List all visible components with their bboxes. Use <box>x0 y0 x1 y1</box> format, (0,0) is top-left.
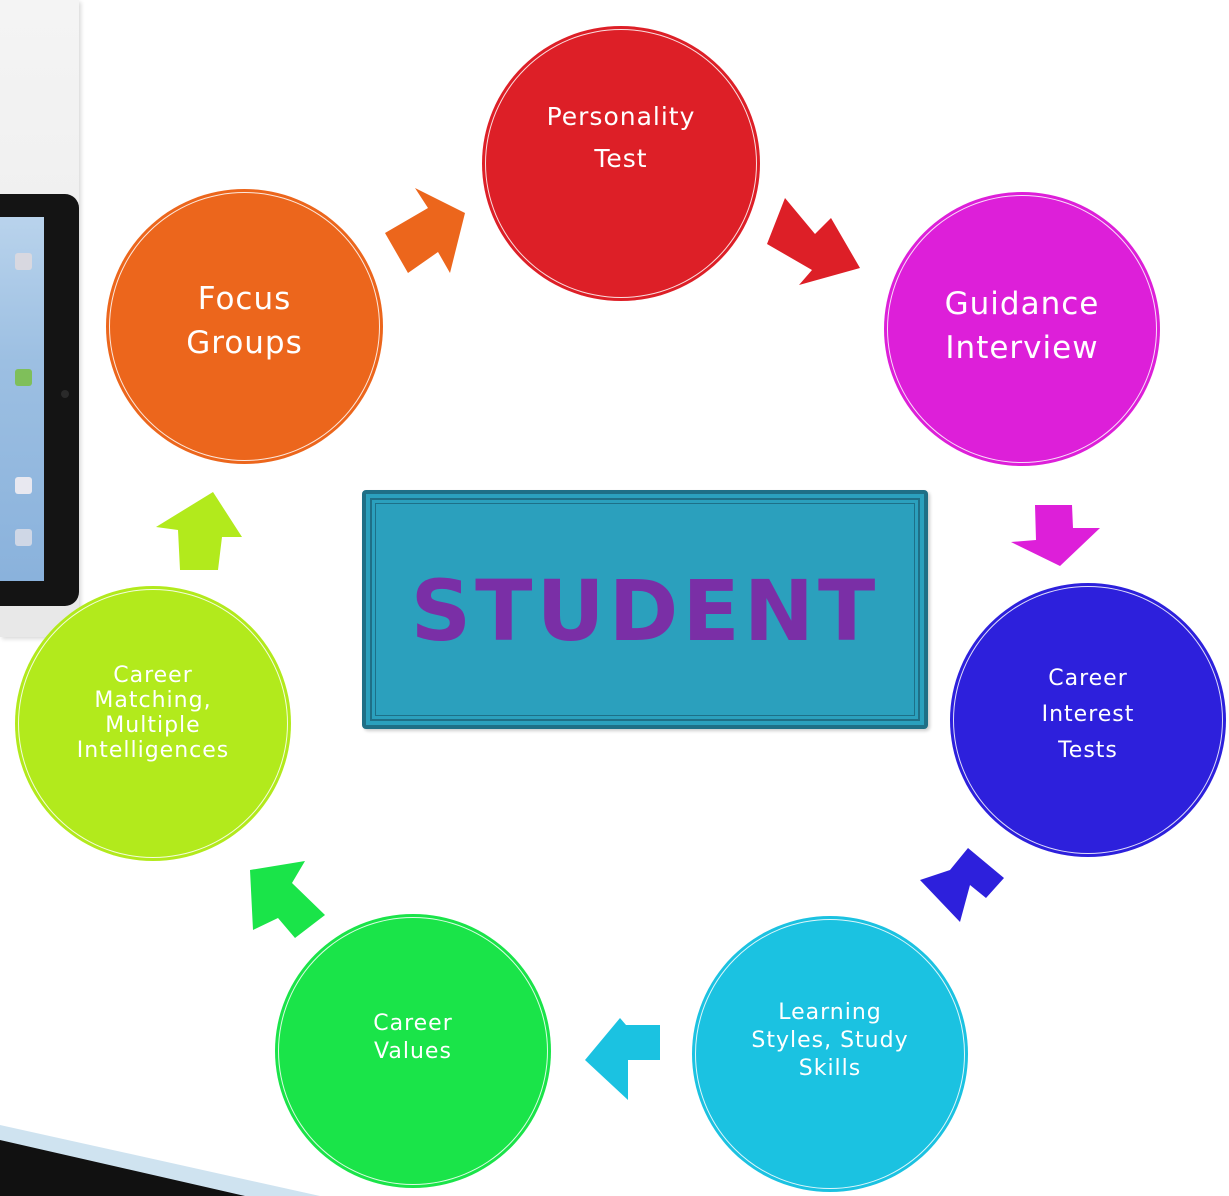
step-career-values: Career Values <box>275 914 551 1188</box>
step-label: Personality Test <box>546 101 696 173</box>
tablet-photo <box>0 0 79 637</box>
step-label: Learning Styles, Study Skills <box>751 1000 909 1081</box>
arrow-focus-to-personality <box>385 188 465 273</box>
tablet-home-button <box>61 390 69 398</box>
step-career-matching: Career Matching, Multiple Intelligences <box>15 586 291 861</box>
center-student-box: STUDENT <box>362 490 928 729</box>
arrow-learning-to-values <box>585 1018 660 1100</box>
step-personality-test: Personality Test <box>482 26 760 301</box>
slide-accent-dark <box>0 1140 245 1196</box>
app-icon <box>15 477 32 494</box>
tablet-screen <box>0 217 44 581</box>
slide-accent-light <box>0 1125 320 1196</box>
center-label: STUDENT <box>410 561 880 660</box>
step-label: Focus Groups <box>186 280 303 361</box>
step-focus-groups: Focus Groups <box>106 189 383 464</box>
app-icon <box>15 369 32 386</box>
arrow-interest-to-learning <box>920 848 1004 922</box>
step-guidance-interview: Guidance Interview <box>884 192 1160 466</box>
step-career-interest-tests: Career Interest Tests <box>950 583 1226 857</box>
arrow-guidance-to-interest <box>1011 505 1100 566</box>
arrow-values-to-matching <box>250 861 325 938</box>
step-label: Career Interest Tests <box>1041 666 1135 763</box>
app-icon <box>15 253 32 270</box>
tablet-device <box>0 194 79 606</box>
step-label: Career Values <box>373 1011 453 1064</box>
arrow-matching-to-focus <box>156 492 242 570</box>
step-label: Guidance Interview <box>944 286 1100 366</box>
step-learning-styles: Learning Styles, Study Skills <box>692 916 968 1192</box>
app-icon <box>15 529 32 546</box>
step-label: Career Matching, Multiple Intelligences <box>76 662 230 763</box>
arrow-personality-to-guidance <box>767 198 860 285</box>
